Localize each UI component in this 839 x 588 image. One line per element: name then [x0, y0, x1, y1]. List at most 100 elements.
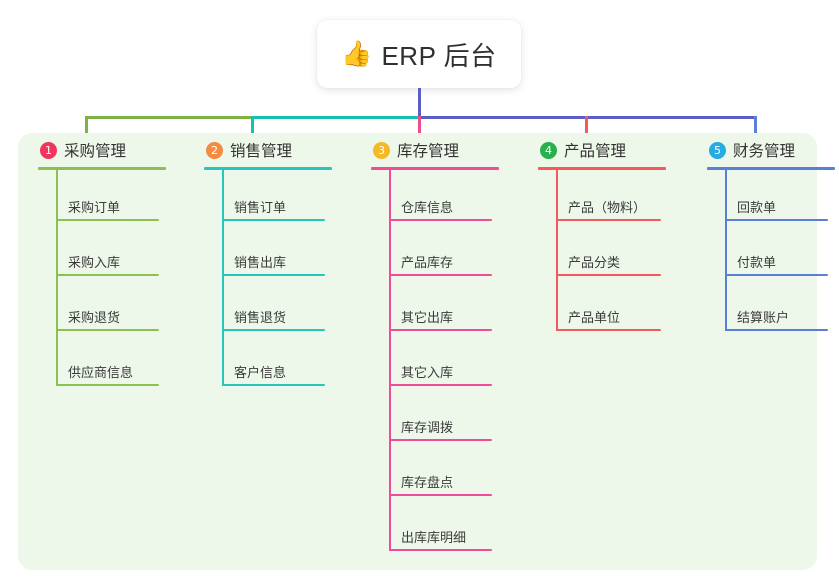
module-title-3: 库存管理	[397, 143, 460, 160]
module-item-label: 客户信息	[234, 365, 287, 380]
module-item-label: 产品分类	[568, 255, 621, 270]
module-column-5: 5 财务管理 回款单付款单结算账户	[707, 133, 839, 335]
module-header-5[interactable]: 5 财务管理	[707, 133, 839, 167]
module-item-list-2: 销售订单销售出库销售退货客户信息	[204, 170, 354, 390]
module-item-label: 产品库存	[401, 255, 454, 270]
module-spine-1	[56, 170, 58, 386]
module-header-rule-3	[371, 167, 499, 170]
module-item-rule	[56, 219, 159, 221]
module-number-badge-1: 1	[40, 141, 57, 159]
module-item-label: 库存调拨	[401, 420, 454, 435]
module-item-rule	[725, 274, 828, 276]
connector-bus-segment-2	[251, 116, 420, 119]
module-item-label: 采购退货	[68, 310, 121, 325]
module-header-rule-2	[204, 167, 332, 170]
module-item-rule	[222, 219, 325, 221]
module-item-rule	[389, 219, 492, 221]
module-item[interactable]: 付款单	[707, 225, 839, 280]
module-item[interactable]: 回款单	[707, 170, 839, 225]
connector-drop-2	[251, 116, 254, 146]
module-header-3[interactable]: 3 库存管理	[371, 133, 521, 167]
connector-drop-5	[754, 116, 757, 146]
module-item-label: 销售订单	[234, 200, 287, 215]
connector-drop-4	[585, 116, 588, 146]
module-item-label: 仓库信息	[401, 200, 454, 215]
module-item-rule	[222, 329, 325, 331]
module-item[interactable]: 采购订单	[38, 170, 188, 225]
module-item-label: 供应商信息	[68, 365, 134, 380]
module-item-label: 付款单	[737, 255, 777, 270]
module-item-label: 销售退货	[234, 310, 287, 325]
module-item[interactable]: 供应商信息	[38, 335, 188, 390]
module-item-label: 其它出库	[401, 310, 454, 325]
module-item[interactable]: 仓库信息	[371, 170, 521, 225]
module-item-rule	[556, 274, 661, 276]
module-item-label: 采购订单	[68, 200, 121, 215]
module-item-rule	[556, 329, 661, 331]
module-item[interactable]: 库存调拨	[371, 390, 521, 445]
module-spine-2	[222, 170, 224, 386]
module-item-rule	[56, 274, 159, 276]
thumbs-up-icon: 👍	[341, 39, 373, 68]
module-item-rule	[56, 384, 159, 386]
module-item-rule	[389, 549, 492, 551]
module-header-rule-4	[538, 167, 666, 170]
connector-bus-segment-1	[85, 116, 253, 119]
module-item[interactable]: 销售退货	[204, 280, 354, 335]
module-header-1[interactable]: 1 采购管理	[38, 133, 188, 167]
module-item-rule	[389, 439, 492, 441]
connector-drop-3	[418, 116, 421, 146]
module-item-list-4: 产品（物料） 产品分类产品单位	[538, 170, 688, 335]
module-item-rule	[222, 274, 325, 276]
module-item-list-1: 采购订单采购入库采购退货供应商信息	[38, 170, 188, 390]
module-item[interactable]: 客户信息	[204, 335, 354, 390]
module-item-rule	[222, 384, 325, 386]
module-spine-4	[556, 170, 558, 331]
module-header-2[interactable]: 2 销售管理	[204, 133, 354, 167]
module-title-5: 财务管理	[733, 143, 796, 160]
module-header-4[interactable]: 4 产品管理	[538, 133, 688, 167]
module-item[interactable]: 其它出库	[371, 280, 521, 335]
connector-drop-1	[85, 116, 88, 146]
module-item-rule	[725, 219, 828, 221]
module-item-label: 其它入库	[401, 365, 454, 380]
module-item[interactable]: 结算账户	[707, 280, 839, 335]
module-item[interactable]: 产品（物料）	[538, 170, 688, 225]
module-item-label: 销售出库	[234, 255, 287, 270]
module-item-label: 库存盘点	[401, 475, 454, 490]
module-item[interactable]: 销售出库	[204, 225, 354, 280]
module-header-rule-1	[38, 167, 166, 170]
module-title-4: 产品管理	[564, 143, 627, 160]
module-item[interactable]: 采购退货	[38, 280, 188, 335]
module-item[interactable]: 产品单位	[538, 280, 688, 335]
connector-trunk	[418, 88, 421, 118]
module-item-rule	[725, 329, 828, 331]
module-column-3: 3 库存管理 仓库信息产品库存其它出库其它入库库存调拨库存盘点出库库明细	[371, 133, 521, 555]
module-item[interactable]: 出库库明细	[371, 500, 521, 555]
module-item[interactable]: 库存盘点	[371, 445, 521, 500]
module-spine-3	[389, 170, 391, 551]
module-item[interactable]: 销售订单	[204, 170, 354, 225]
module-item-rule	[389, 329, 492, 331]
module-number-badge-4: 4	[540, 141, 557, 159]
module-item[interactable]: 产品库存	[371, 225, 521, 280]
module-item[interactable]: 其它入库	[371, 335, 521, 390]
module-item[interactable]: 产品分类	[538, 225, 688, 280]
module-column-2: 2 销售管理 销售订单销售出库销售退货客户信息	[204, 133, 354, 390]
module-item-rule	[56, 329, 159, 331]
module-item-rule	[556, 219, 661, 221]
module-spine-5	[725, 170, 727, 331]
module-item-label: 结算账户	[737, 310, 790, 325]
module-item-label: 采购入库	[68, 255, 121, 270]
root-node[interactable]: 👍 ERP 后台	[317, 20, 521, 88]
module-column-1: 1 采购管理 采购订单采购入库采购退货供应商信息	[38, 133, 188, 390]
module-item[interactable]: 采购入库	[38, 225, 188, 280]
module-title-2: 销售管理	[230, 143, 293, 160]
module-header-rule-5	[707, 167, 835, 170]
module-number-badge-3: 3	[373, 141, 390, 159]
module-title-1: 采购管理	[64, 143, 127, 160]
module-item-rule	[389, 384, 492, 386]
root-title: ERP 后台	[381, 40, 497, 71]
module-item-list-3: 仓库信息产品库存其它出库其它入库库存调拨库存盘点出库库明细	[371, 170, 521, 555]
module-item-rule	[389, 274, 492, 276]
